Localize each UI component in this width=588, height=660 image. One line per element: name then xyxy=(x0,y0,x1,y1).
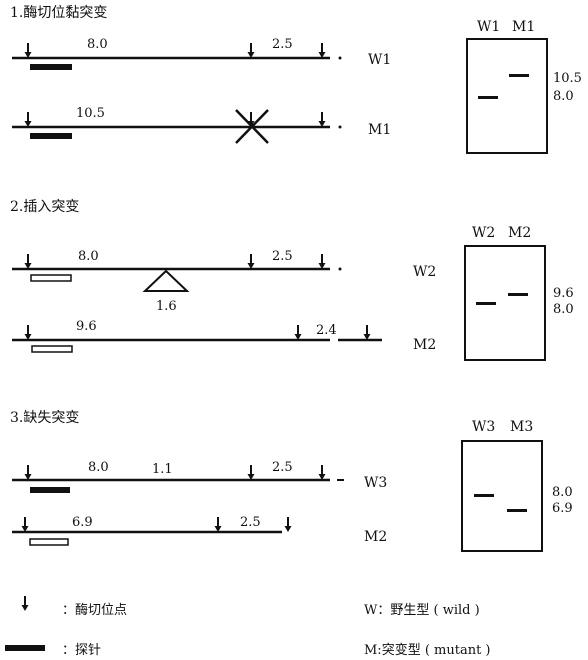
fragment-label: 8.0 xyxy=(78,249,99,264)
gel-band xyxy=(474,494,494,497)
cut-site-arrow xyxy=(317,111,327,128)
gel-panel-3: W3 M3 8.0 6.9 xyxy=(461,419,573,552)
map-row-w2: 1.6 8.0 2.5 W2 xyxy=(12,249,436,314)
cut-site-arrow xyxy=(20,516,30,533)
row-label: W2 xyxy=(413,264,436,280)
map-row-w3: 8.0 1.1 2.5 W3 xyxy=(12,460,387,493)
row-label: W3 xyxy=(364,475,387,491)
gel-size-label: 9.6 xyxy=(553,286,574,301)
legend: ：酶切位点 ：探针 W：野生型 ( wild ) M:突变型 ( mutant … xyxy=(5,595,491,658)
section-1-title: 1.酶切位黏突变 xyxy=(10,5,107,21)
row-label: M1 xyxy=(368,122,391,138)
cut-site-arrow xyxy=(246,42,256,59)
cut-site-arrow xyxy=(23,464,33,481)
section-2-title: 2.插入突变 xyxy=(10,199,79,215)
probe-bar xyxy=(30,64,72,70)
cut-site-arrow xyxy=(293,324,303,341)
gel-size-label: 8.0 xyxy=(553,89,574,104)
map-row-w1: 8.0 2.5 W1 xyxy=(12,37,391,70)
fragment-label: 2.5 xyxy=(272,37,293,52)
gel-band xyxy=(507,509,527,512)
line-end-dot xyxy=(338,125,342,129)
probe-legend-icon xyxy=(5,645,45,651)
gel-lane-label: M2 xyxy=(508,225,531,241)
map-row-m3: 6.9 2.5 M2 xyxy=(12,515,387,546)
gel-size-label: 6.9 xyxy=(552,501,573,516)
gel-band xyxy=(478,96,498,99)
line-end-dot xyxy=(338,267,342,271)
fragment-label: 8.0 xyxy=(87,37,108,52)
probe-bar xyxy=(29,538,69,546)
cut-site-arrow xyxy=(246,464,256,481)
gel-band xyxy=(509,74,529,77)
cut-site-arrow xyxy=(317,42,327,59)
cut-site-arrow xyxy=(317,253,327,270)
lost-site-cross-mark xyxy=(235,109,269,144)
gel-lane-label: M1 xyxy=(512,19,535,35)
insert-size-label: 1.6 xyxy=(156,299,177,314)
gel-band xyxy=(476,302,496,305)
cut-site-arrow-icon xyxy=(20,595,30,612)
cut-site-arrow xyxy=(246,253,256,270)
gel-lane-label: M3 xyxy=(510,419,533,435)
legend-site-label: ：酶切位点 xyxy=(62,602,127,618)
fragment-label: 6.9 xyxy=(72,515,93,530)
cut-site-arrow xyxy=(317,464,327,481)
map-row-m1: 10.5 M1 xyxy=(12,106,391,144)
fragment-label: 2.4 xyxy=(316,323,337,338)
cut-site-arrow xyxy=(23,253,33,270)
row-label: M2 xyxy=(413,337,436,353)
legend-mutant-label: M:突变型 ( mutant ) xyxy=(364,642,491,658)
legend-wild-label: W：野生型 ( wild ) xyxy=(364,603,480,618)
probe-bar xyxy=(30,487,70,493)
fragment-label: 9.6 xyxy=(76,319,97,334)
fragment-label: 2.5 xyxy=(272,249,293,264)
map-row-m2: 9.6 2.4 M2 xyxy=(12,319,436,353)
gel-size-label: 8.0 xyxy=(553,302,574,317)
probe-bar xyxy=(31,345,73,353)
cut-site-arrow xyxy=(23,42,33,59)
row-label: W1 xyxy=(368,52,391,68)
cut-site-arrow xyxy=(23,324,33,341)
fragment-label: 2.5 xyxy=(272,460,293,475)
probe-bar xyxy=(30,274,72,282)
fragment-label: 1.1 xyxy=(152,462,173,477)
gel-panel-1: W1 M1 10.5 8.0 xyxy=(466,19,582,154)
gel-size-label: 10.5 xyxy=(553,71,582,86)
gel-box xyxy=(461,440,543,552)
gel-box xyxy=(466,38,548,154)
gel-band xyxy=(508,293,528,296)
row-label: M2 xyxy=(364,529,387,545)
line-end-dot xyxy=(338,56,342,60)
gel-lane-label: W3 xyxy=(472,419,495,435)
gel-box xyxy=(464,245,546,361)
fragment-label: 10.5 xyxy=(76,106,105,121)
insertion-triangle xyxy=(142,269,190,292)
section-3-title: 3.缺失突变 xyxy=(10,410,79,426)
gel-panel-2: W2 M2 9.6 8.0 xyxy=(464,225,574,361)
gel-size-label: 8.0 xyxy=(552,485,573,500)
cut-site-arrow xyxy=(213,516,223,533)
legend-probe-label: ：探针 xyxy=(62,643,101,658)
cut-site-arrow xyxy=(362,324,372,341)
probe-bar xyxy=(30,133,72,139)
gel-lane-label: W1 xyxy=(477,19,500,35)
fragment-label: 8.0 xyxy=(88,460,109,475)
cut-site-arrow xyxy=(283,516,293,533)
gel-lane-label: W2 xyxy=(472,225,495,241)
cut-site-arrow xyxy=(23,111,33,128)
fragment-label: 2.5 xyxy=(240,515,261,530)
